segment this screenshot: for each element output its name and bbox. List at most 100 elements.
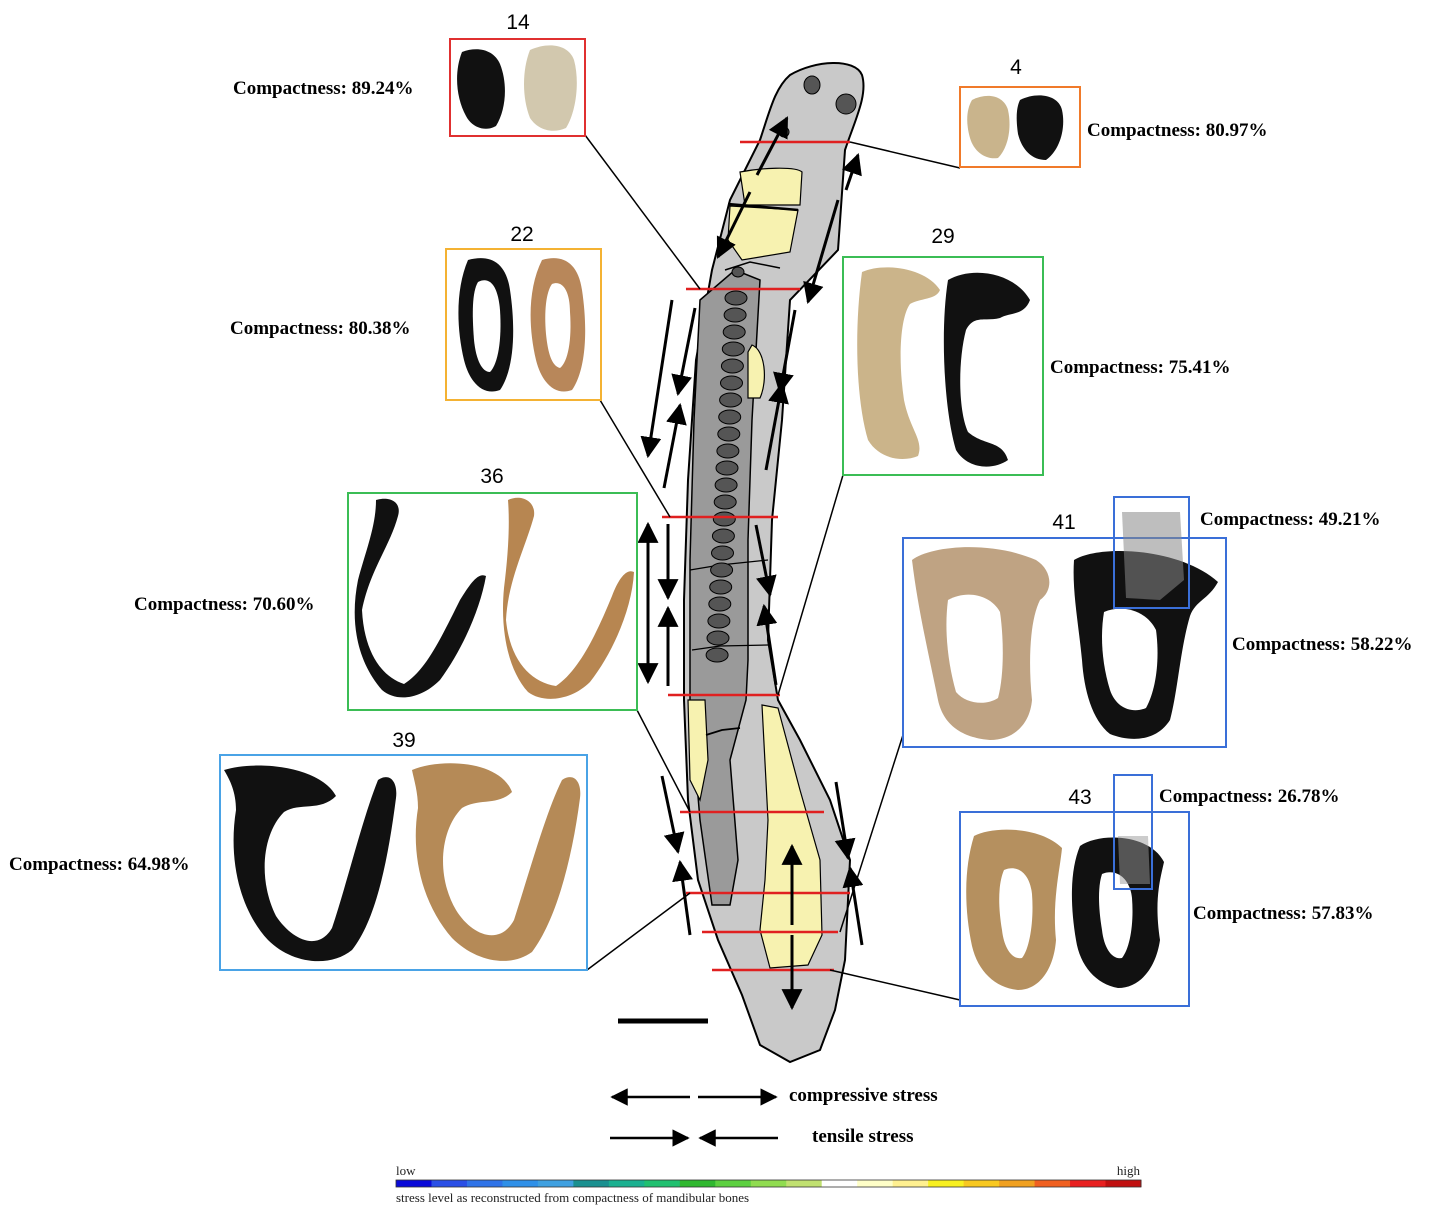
scale-swatch [467,1180,503,1187]
scale-caption: stress level as reconstructed from compa… [396,1190,749,1205]
detail-texture-41 [1122,512,1184,600]
section-ct-36 [355,499,486,698]
compactness-label-36: Compactness: 70.60% [134,594,315,615]
section-panel-14: 14 Compactness: 89.24% [233,11,585,136]
tooth-alveolus [714,495,736,509]
tooth-alveolus [706,648,728,662]
compactness-label-39: Compactness: 64.98% [9,854,190,875]
section-number-36: 36 [480,465,503,488]
section-photo-4 [967,96,1009,158]
sub-compactness-label-43: Compactness: 26.78% [1159,786,1340,807]
scale-swatch [822,1180,858,1187]
tooth-alveolus [725,291,747,305]
tooth-alveolus [712,529,734,543]
tooth-alveolus [710,580,732,594]
section-panel-39: 39 Compactness: 64.98% [9,729,587,970]
scale-swatch [751,1180,787,1187]
compactness-label-14: Compactness: 89.24% [233,78,414,99]
section-number-43: 43 [1068,786,1091,809]
stress-legend: compressive stress tensile stress [610,1085,938,1147]
tooth-alveolus [712,546,734,560]
scale-swatch [964,1180,1000,1187]
detail-texture-43 [1118,836,1150,884]
connector-36 [637,710,690,812]
scale-swatch [715,1180,751,1187]
tooth-alveolus [707,631,729,645]
tooth-alveolus [721,376,743,390]
section-photo-14 [524,45,577,130]
tooth-alveolus [721,359,743,373]
scale-high-label: high [1117,1163,1141,1178]
scale-swatch [1035,1180,1071,1187]
compressive-stress-label: compressive stress [789,1085,938,1106]
section-photo-39 [412,763,580,961]
tooth-alveolus [708,614,730,628]
tooth-alveolus [709,597,731,611]
section-panel-43: 43 Compactness: 26.78% Compactness: 57.8… [960,775,1374,1006]
section-number-14: 14 [506,11,530,34]
section-number-4: 4 [1010,56,1022,79]
compactness-label-4: Compactness: 80.97% [1087,120,1268,141]
scale-swatch [573,1180,609,1187]
tooth-alveolus [715,478,737,492]
section-ct-29 [944,273,1030,467]
connector-41 [840,735,903,932]
arrow-mid-left-a [648,300,672,456]
section-ct-39 [224,766,396,962]
foramen-2 [836,94,856,114]
connector-29 [778,475,843,695]
tooth-alveolus [719,410,741,424]
tensile-stress-label: tensile stress [812,1126,914,1147]
scale-swatch [609,1180,645,1187]
connector-43 [830,970,960,1000]
section-ct-14 [457,49,505,128]
tooth-alveolus [724,308,746,322]
scale-swatch [1106,1180,1142,1187]
section-number-39: 39 [392,729,415,752]
scale-swatch [538,1180,574,1187]
section-panel-29: 29 Compactness: 75.41% [843,225,1231,475]
section-number-22: 22 [510,223,533,246]
connector-14 [585,135,700,289]
stress-color-scale: low high stress level as reconstructed f… [396,1163,1142,1205]
tooth-alveolus [722,342,744,356]
scale-swatch [928,1180,964,1187]
compactness-label-43: Compactness: 57.83% [1193,903,1374,924]
tooth-alveolus [720,393,742,407]
section-panel-36: 36 Compactness: 70.60% [134,465,637,710]
mandible-outline [684,63,864,1062]
scale-swatch [857,1180,893,1187]
tooth-alveolus [713,512,735,526]
arrow-upper-right-a [846,155,858,190]
scale-low-label: low [396,1163,416,1178]
compactness-label-29: Compactness: 75.41% [1050,357,1231,378]
connector-39 [587,893,690,970]
compactness-label-22: Compactness: 80.38% [230,318,411,339]
scale-swatch [431,1180,467,1187]
sub-compactness-label-41: Compactness: 49.21% [1200,509,1381,530]
scale-swatch [502,1180,538,1187]
scale-swatch [893,1180,929,1187]
arrow-mid-left-b [678,308,695,394]
scale-swatch [396,1180,432,1187]
section-ct-4 [1017,95,1064,160]
yellow-region-1 [740,168,802,205]
scale-swatch [999,1180,1035,1187]
tooth-alveolus [711,563,733,577]
section-panel-22: 22 Compactness: 80.38% [230,223,601,400]
foramen-4 [732,267,744,277]
foramen-1 [804,76,820,94]
scale-swatch [680,1180,716,1187]
tooth-alveolus [716,461,738,475]
section-photo-29 [857,267,940,459]
section-number-29: 29 [931,225,954,248]
scale-swatch [786,1180,822,1187]
compactness-label-41: Compactness: 58.22% [1232,634,1413,655]
arrow-bottom-left-a [662,776,678,852]
tooth-alveolus [723,325,745,339]
section-panel-4: 4 Compactness: 80.97% [960,56,1268,167]
scale-swatch [1070,1180,1106,1187]
tooth-alveolus [718,427,740,441]
